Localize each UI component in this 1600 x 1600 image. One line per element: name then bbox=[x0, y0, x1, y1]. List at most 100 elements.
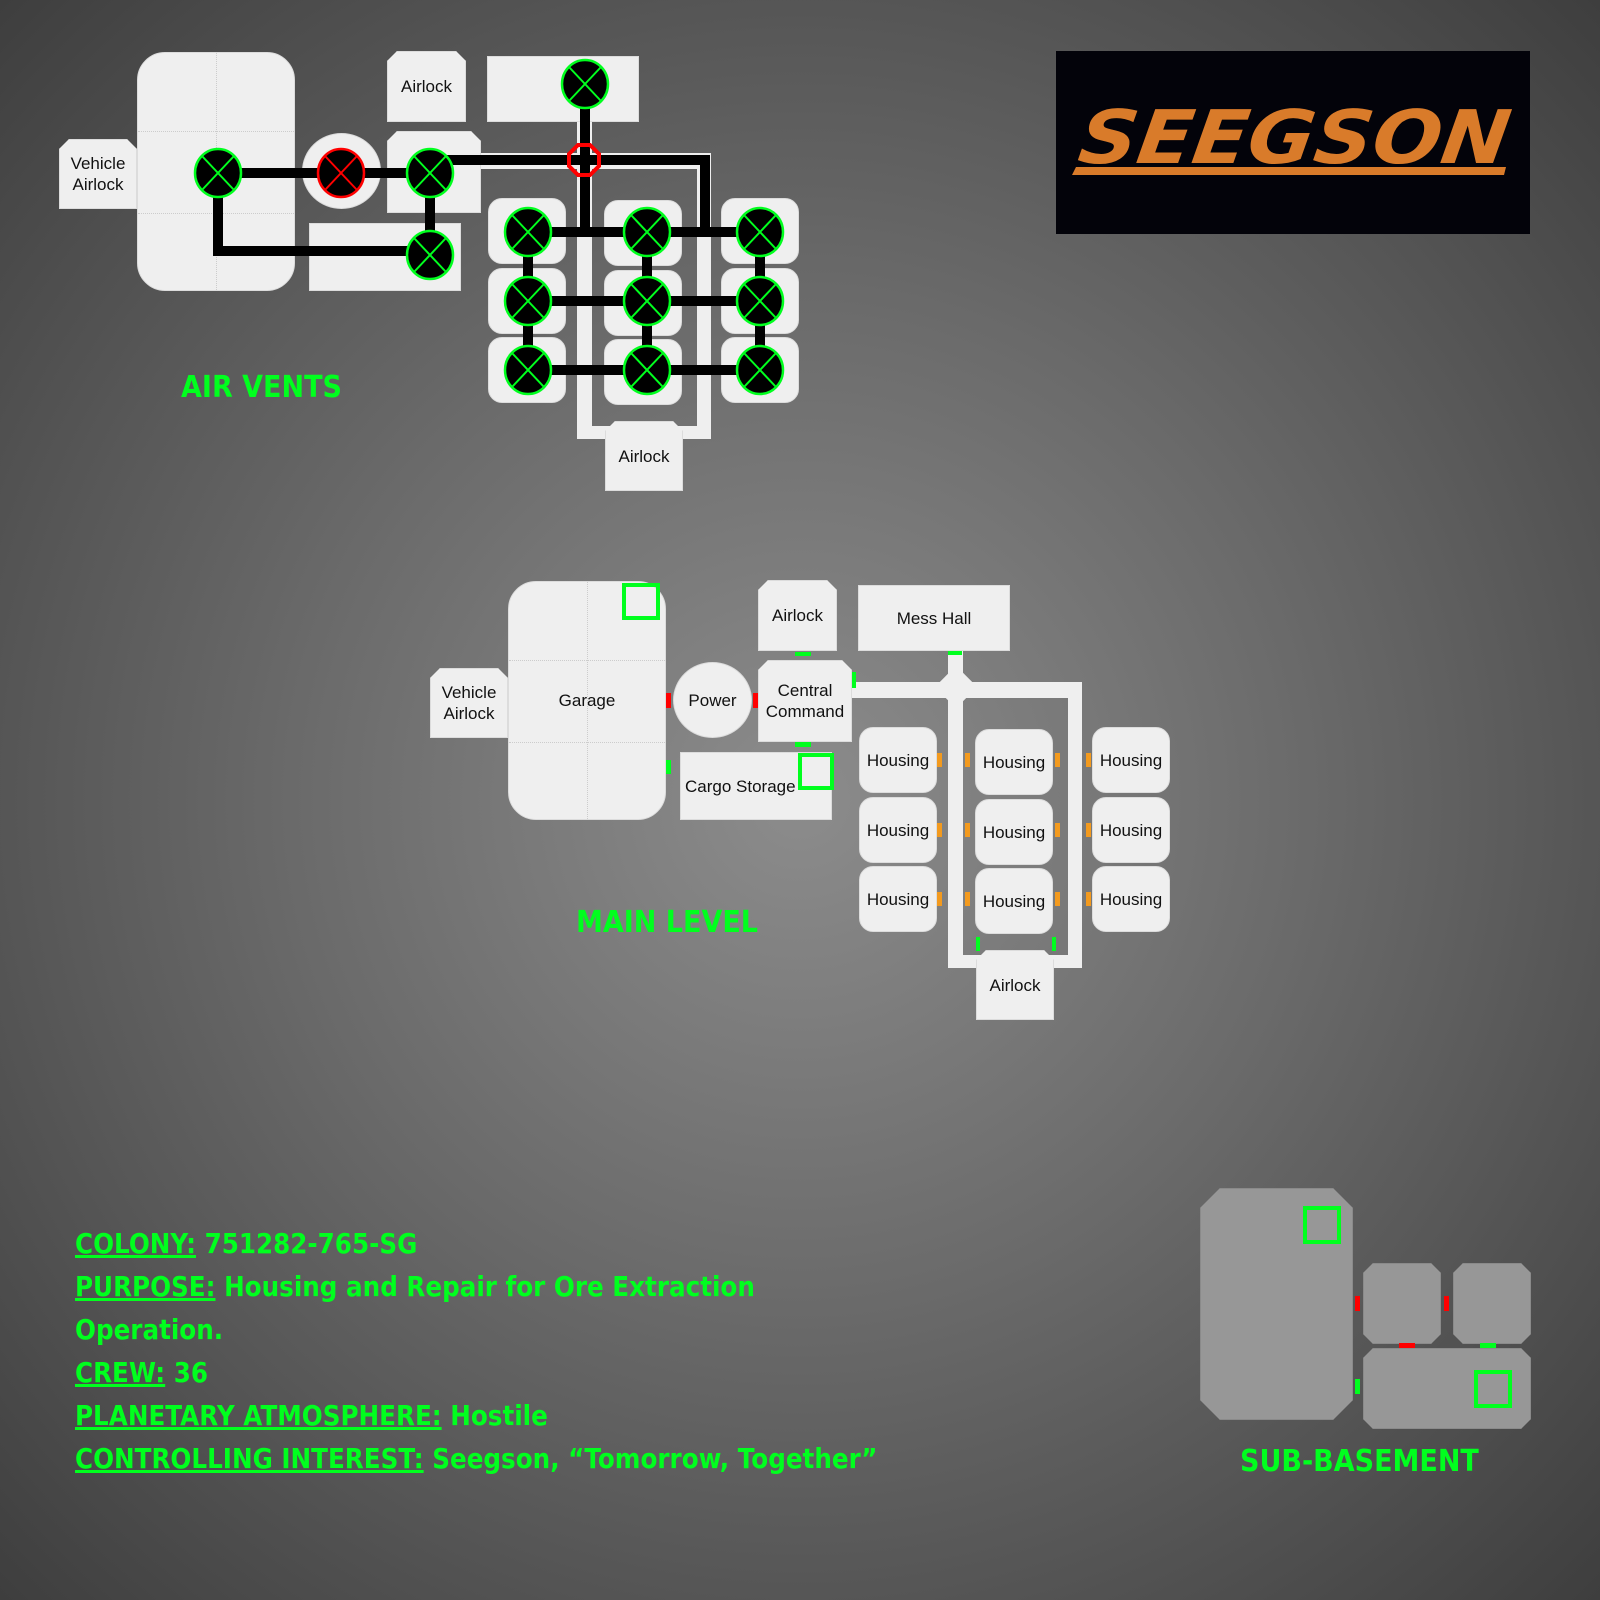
door-partial[interactable] bbox=[1055, 823, 1060, 837]
seegson-logo-graphic: SEEGSON bbox=[1072, 94, 1516, 181]
ladder-hatch-icon[interactable] bbox=[622, 583, 660, 620]
info-value: 751282-765-SG bbox=[204, 1227, 418, 1260]
door-partial[interactable] bbox=[965, 892, 970, 906]
info-label: PURPOSE: bbox=[75, 1270, 216, 1303]
door-open[interactable] bbox=[1480, 1343, 1496, 1348]
info-label: CREW: bbox=[75, 1356, 166, 1389]
door-locked[interactable] bbox=[753, 693, 758, 708]
door-open[interactable] bbox=[1052, 937, 1056, 951]
sub-room[interactable] bbox=[1363, 1348, 1531, 1429]
room-housing[interactable]: Housing bbox=[975, 729, 1053, 795]
room-garage[interactable]: Garage bbox=[508, 581, 666, 820]
room-central-command[interactable]: Central Command bbox=[758, 660, 852, 742]
room-label: Garage bbox=[558, 691, 616, 710]
info-colony: COLONY: 751282-765-SG bbox=[75, 1222, 877, 1265]
room-housing[interactable]: Housing bbox=[975, 868, 1053, 934]
door-partial[interactable] bbox=[1055, 892, 1060, 906]
vent-ok-icon[interactable] bbox=[503, 206, 553, 258]
door-partial[interactable] bbox=[1055, 753, 1060, 767]
ladder-hatch-icon[interactable] bbox=[798, 753, 834, 790]
door-open[interactable] bbox=[795, 742, 811, 747]
door-open[interactable] bbox=[666, 760, 671, 774]
door-partial[interactable] bbox=[937, 823, 942, 837]
door-partial[interactable] bbox=[937, 753, 942, 767]
room-housing[interactable]: Housing bbox=[859, 727, 937, 793]
room-vehicle-airlock[interactable]: Vehicle Airlock bbox=[430, 668, 508, 738]
air-vents-map: Vehicle Airlock Airlock Airlock bbox=[49, 31, 809, 501]
room-housing[interactable]: Housing bbox=[859, 866, 937, 932]
ladder-hatch-icon[interactable] bbox=[1474, 1370, 1512, 1408]
vent-pipe bbox=[213, 173, 430, 256]
door-partial[interactable] bbox=[1086, 892, 1091, 906]
vent-ok-icon[interactable] bbox=[622, 206, 672, 258]
vent-ok-icon[interactable] bbox=[735, 206, 785, 258]
room-airlock: Airlock bbox=[387, 51, 466, 122]
info-crew: CREW: 36 bbox=[75, 1351, 877, 1394]
room-housing[interactable]: Housing bbox=[975, 799, 1053, 865]
door-open[interactable] bbox=[976, 937, 980, 951]
seegson-logo: SEEGSON bbox=[1056, 51, 1530, 234]
door-locked[interactable] bbox=[1399, 1343, 1415, 1348]
room-power[interactable]: Power bbox=[673, 662, 752, 738]
vent-blocked-icon[interactable] bbox=[316, 147, 366, 199]
room-airlock: Airlock bbox=[605, 421, 683, 491]
room-housing[interactable]: Housing bbox=[1092, 727, 1170, 793]
door-partial[interactable] bbox=[937, 892, 942, 906]
info-controlling-interest: CONTROLLING INTEREST: Seegson, “Tomorrow… bbox=[75, 1437, 877, 1480]
door-open[interactable] bbox=[948, 651, 962, 655]
info-value: Hostile bbox=[450, 1399, 548, 1432]
corridor bbox=[1068, 682, 1082, 968]
info-value: Seegson, “Tomorrow, Together” bbox=[432, 1442, 878, 1475]
vent-network bbox=[193, 58, 785, 396]
door-partial[interactable] bbox=[1086, 753, 1091, 767]
vent-ok-icon[interactable] bbox=[503, 344, 553, 396]
vent-ok-icon[interactable] bbox=[405, 147, 455, 199]
door-locked[interactable] bbox=[1444, 1296, 1449, 1311]
vent-pipes bbox=[213, 84, 765, 375]
room-mess-hall[interactable]: Mess Hall bbox=[858, 585, 1010, 651]
corridor bbox=[948, 650, 963, 968]
vent-ok-icon[interactable] bbox=[193, 147, 243, 199]
room-airlock[interactable]: Airlock bbox=[976, 950, 1054, 1020]
vent-ok-icon[interactable] bbox=[622, 344, 672, 396]
sub-room[interactable] bbox=[1453, 1263, 1531, 1344]
level-title-air-vents: AIR VENTS bbox=[181, 370, 342, 405]
info-purpose: PURPOSE: Housing and Repair for Ore Extr… bbox=[75, 1265, 867, 1351]
sub-room[interactable] bbox=[1200, 1188, 1353, 1420]
main-level-map: Vehicle Airlock Garage Power Central Com… bbox=[420, 560, 1180, 1030]
info-label: PLANETARY ATMOSPHERE: bbox=[75, 1399, 442, 1432]
door-partial[interactable] bbox=[1086, 823, 1091, 837]
vent-ok-icon[interactable] bbox=[735, 275, 785, 327]
room-airlock[interactable]: Airlock bbox=[758, 580, 837, 651]
sub-room[interactable] bbox=[1363, 1263, 1441, 1344]
vent-ok-icon[interactable] bbox=[735, 344, 785, 396]
vent-ok-icon[interactable] bbox=[560, 58, 610, 110]
ladder-hatch-icon[interactable] bbox=[1303, 1206, 1341, 1244]
vent-ok-icon[interactable] bbox=[503, 275, 553, 327]
info-value: 36 bbox=[173, 1356, 209, 1389]
level-title-sub-basement: SUB-BASEMENT bbox=[1240, 1444, 1479, 1479]
info-label: COLONY: bbox=[75, 1227, 196, 1260]
vent-ok-icon[interactable] bbox=[405, 229, 455, 281]
corridor-junction bbox=[934, 665, 978, 709]
door-locked[interactable] bbox=[1355, 1296, 1360, 1311]
room-housing[interactable]: Housing bbox=[1092, 797, 1170, 863]
info-label: CONTROLLING INTEREST: bbox=[75, 1442, 424, 1475]
room-vehicle-airlock: Vehicle Airlock bbox=[59, 139, 137, 209]
door-locked[interactable] bbox=[666, 693, 671, 708]
door-partial[interactable] bbox=[965, 753, 970, 767]
valve-closed-icon[interactable] bbox=[567, 143, 601, 177]
door-open[interactable] bbox=[852, 672, 856, 688]
room-housing[interactable]: Housing bbox=[1092, 866, 1170, 932]
vent-ok-icon[interactable] bbox=[622, 275, 672, 327]
level-title-main-level: MAIN LEVEL bbox=[576, 905, 759, 940]
info-atmosphere: PLANETARY ATMOSPHERE: Hostile bbox=[75, 1394, 877, 1437]
colony-info: COLONY: 751282-765-SG PURPOSE: Housing a… bbox=[75, 1222, 877, 1480]
door-open[interactable] bbox=[1355, 1379, 1360, 1394]
door-open[interactable] bbox=[795, 652, 811, 656]
room-housing[interactable]: Housing bbox=[859, 797, 937, 863]
vent-pipe bbox=[430, 155, 710, 232]
logo-underline bbox=[1072, 167, 1506, 175]
door-partial[interactable] bbox=[965, 823, 970, 837]
info-value: Housing and Repair for Ore Extraction Op… bbox=[75, 1270, 755, 1346]
